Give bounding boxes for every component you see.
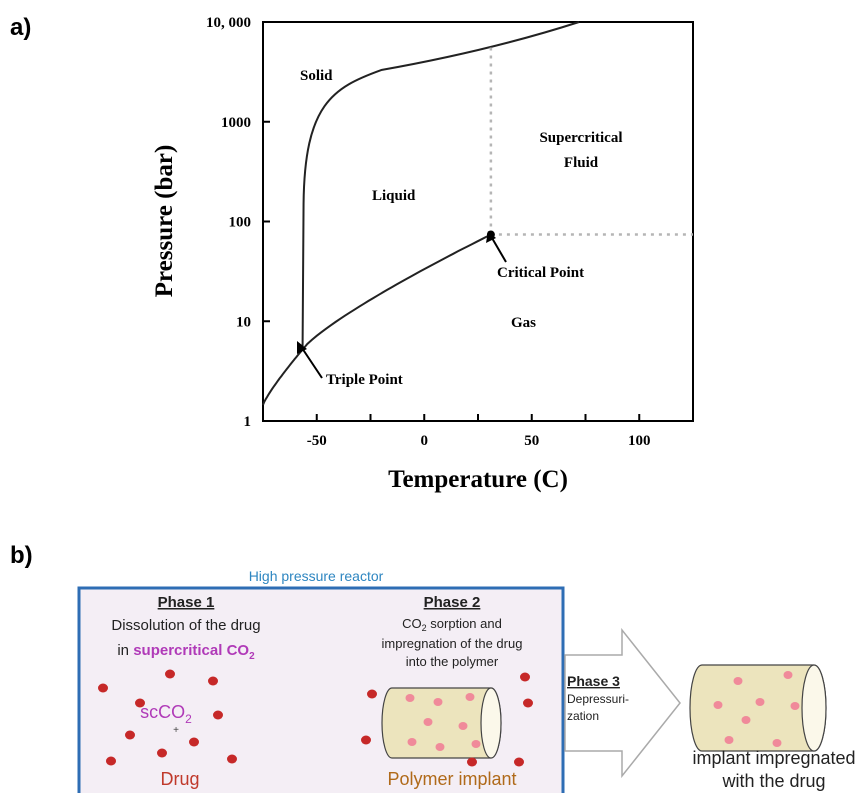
panel-b-label: b) [10,542,33,569]
impregnated-particle [465,693,475,701]
x-axis-title: Temperature (C) [388,466,568,493]
phase3-title: Phase 3 [567,673,620,689]
drug-particle [208,676,218,686]
impregnated-particle [755,698,765,706]
phase1-line2: in supercritical CO2 [117,642,255,662]
region-solid: Solid [300,68,333,84]
phase1-title: Phase 1 [158,594,215,611]
impregnated-particle [724,736,734,744]
result-line2: with the drug [721,771,825,791]
drug-particle [227,754,237,764]
drug-particle [514,757,524,767]
drug-particle [125,730,135,740]
depressurization-arrow [564,627,681,779]
y-tick-label: 1000 [221,115,251,131]
drug-particle [523,698,533,708]
phase3-line2: zation [567,709,599,723]
result-drug-particles [713,671,800,747]
drug-label: Drug [160,769,199,789]
region-liquid: Liquid [372,188,416,204]
impregnated-particle [433,698,443,706]
drug-particle [135,698,145,708]
surrounding-drug-particles [361,672,533,767]
polymer-implant-label: Polymer implant [387,769,516,789]
sublimation-curve [262,348,304,406]
x-tick-label: 0 [421,433,429,449]
region-supercritical-line1: Supercritical [539,130,622,146]
critical-point-arrow [491,237,507,263]
y-tick-label: 10 [236,314,251,330]
region-supercritical-line2: Fluid [564,155,599,171]
impregnated-particle [772,739,782,747]
drug-particle [98,683,108,693]
tick-labels: -50 0 50 100 1 10 100 1000 10, 000 [206,15,651,449]
triple-point-arrowhead [297,341,307,354]
reactor-title: High pressure reactor [249,568,384,584]
process-diagram: High pressure reactor Phase 1 Dissolutio… [77,568,856,793]
y-axis-title: Pressure (bar) [151,145,178,298]
drug-particle [106,756,116,766]
phase2-title: Phase 2 [424,594,481,611]
drug-particle [520,672,530,682]
drug-particle [189,737,199,747]
region-gas: Gas [511,315,536,331]
impregnated-particle [741,716,751,724]
result-line1: implant impregnated [692,748,855,768]
vaporization-curve [301,233,492,351]
y-tick-label: 1 [244,414,252,430]
y-tick-label: 100 [229,215,252,231]
triple-point-label: Triple Point [326,372,403,388]
phase3-line1: Depressuri- [567,692,629,706]
critical-point-label: Critical Point [497,265,584,281]
phase2-line3: into the polymer [406,654,499,669]
drug-particles [98,669,237,766]
drug-particle [157,748,167,758]
drug-particle [213,710,223,720]
scco2-label: scCO2 [140,702,192,726]
x-tick-label: 100 [628,433,651,449]
phase2-line2: impregnation of the drug [382,636,523,651]
impregnated-particle [458,722,468,730]
axis-ticks [262,21,694,422]
phase2-line1: CO2 sorption and [402,616,502,633]
impregnated-particle [733,677,743,685]
phase1-line1: Dissolution of the drug [111,617,260,634]
drug-particle [361,735,371,745]
drug-particle [165,669,175,679]
y-tick-label: 10, 000 [206,15,251,31]
impregnated-particle [407,738,417,746]
impregnated-particle [783,671,793,679]
drug-particle [367,689,377,699]
impregnated-particle [405,694,415,702]
impregnated-particle [790,702,800,710]
plus-sign: + [173,725,179,736]
impregnated-particle [471,740,481,748]
impregnated-particle [713,701,723,709]
x-tick-label: 50 [524,433,539,449]
impregnated-drug-particles [405,693,481,751]
triple-point-arrow [301,347,323,379]
panel-a-label: a) [10,14,32,41]
impregnated-particle [435,743,445,751]
melting-curve [301,21,580,350]
impregnated-particle [423,718,433,726]
critical-point-arrowhead [486,231,496,243]
x-tick-label: -50 [307,433,327,449]
impregnated-implant [689,664,827,752]
drug-particle [467,757,477,767]
